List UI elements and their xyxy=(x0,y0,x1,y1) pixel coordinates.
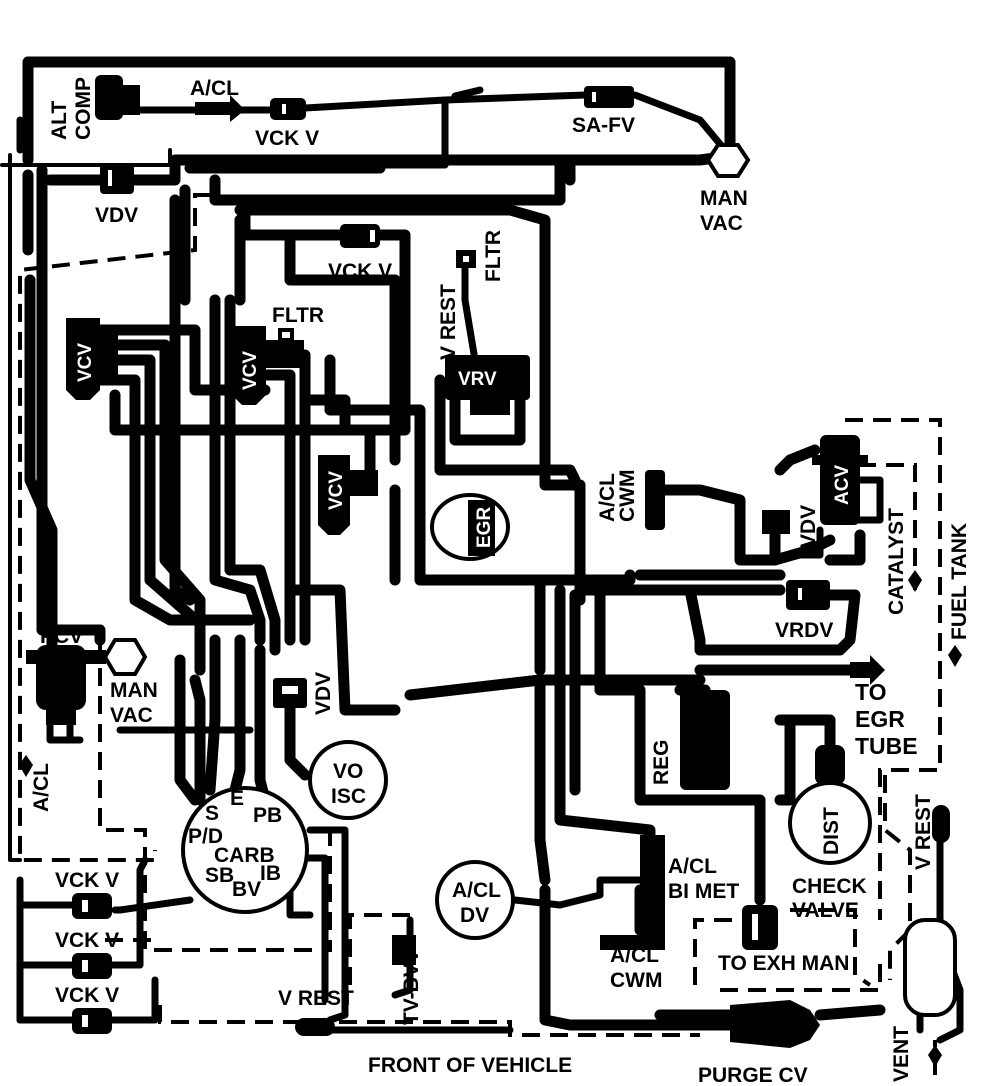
man-vac-top-port xyxy=(705,143,751,178)
man-vac-top-label-2: VAC xyxy=(700,212,743,235)
to-exh-man-label: TO EXH MAN xyxy=(718,952,849,975)
to-egr-label-2: EGR xyxy=(855,706,905,732)
vck-v-2-label: VCK V xyxy=(55,929,119,952)
man-vac-left-label-1: MAN xyxy=(110,679,158,702)
vdv-center-label: VDV xyxy=(312,672,335,715)
a-cl-cwm-bottom-label-1: A/CL xyxy=(610,944,659,967)
vdv-right-valve xyxy=(762,510,790,534)
carb-sb-label: SB xyxy=(205,864,234,887)
reg-regulator xyxy=(680,690,730,790)
carb-e-label: E xyxy=(230,787,244,810)
vent-canister xyxy=(903,918,957,1017)
comp-label: COMP xyxy=(72,77,95,140)
check-valve-label-1: CHECK xyxy=(792,875,867,898)
carb-pb-label: PB xyxy=(253,804,282,827)
a-cl-bimet-label-1: A/CL xyxy=(668,855,717,878)
a-cl-cwm-bottom-label-2: CWM xyxy=(610,969,662,992)
v-rest-right-restrictor xyxy=(932,805,950,843)
fltr-mid-label: FLTR xyxy=(272,304,324,327)
vcv-1-valve xyxy=(66,318,100,400)
vck-v-1-label: VCK V xyxy=(55,869,119,892)
carb-carburetor xyxy=(181,786,309,914)
vrv-valve xyxy=(445,355,530,400)
v-rest-bottom-restrictor xyxy=(295,1018,335,1036)
a-cl-cwm-right-label-2: CWM xyxy=(616,470,639,522)
a-cl-bi-met xyxy=(640,835,665,935)
to-egr-label-3: TUBE xyxy=(855,733,918,759)
vcv-2-label: VCV xyxy=(240,351,261,390)
to-egr-arrow-icon xyxy=(850,655,885,685)
carb-bv-label: BV xyxy=(232,878,261,901)
v-rest-top-label: V REST xyxy=(437,284,460,360)
carb-pd-label: P/D xyxy=(188,825,223,848)
purge-cv-label: PURGE CV xyxy=(698,1064,808,1086)
reg-label: REG xyxy=(650,739,673,785)
fltr-top-label: FLTR xyxy=(482,230,505,282)
a-cl-dv-label-2: DV xyxy=(460,904,489,927)
a-cl-left-label: A/CL xyxy=(30,763,53,812)
vo-isc-label-2: ISC xyxy=(331,785,366,808)
fuel-tank-label: FUEL TANK xyxy=(948,523,971,640)
vck-v-3-label: VCK V xyxy=(55,984,119,1007)
vck-v-mid-label: VCK V xyxy=(328,260,392,283)
man-vac-left-label-2: VAC xyxy=(110,704,153,727)
check-valve-label-2: VALVE xyxy=(792,899,859,922)
dist-label: DIST xyxy=(820,807,843,855)
vdv-left-label: VDV xyxy=(95,204,138,227)
vrv-label: VRV xyxy=(458,369,497,390)
pcv-label: PCV xyxy=(40,625,83,648)
a-cl-top-label: A/CL xyxy=(190,77,239,100)
tv-bvv-label: TV-BVV xyxy=(400,949,423,1025)
vcv-1-label: VCV xyxy=(75,343,96,382)
man-vac-left-port xyxy=(102,638,148,676)
front-of-vehicle-label: FRONT OF VEHICLE xyxy=(368,1054,572,1077)
a-cl-left-arrow-icon xyxy=(19,755,33,777)
vrdv-valve xyxy=(786,580,830,610)
catalyst-label: CATALYST xyxy=(885,508,908,615)
carb-carb-label: CARB xyxy=(214,844,275,867)
carb-ib-label: IB xyxy=(260,862,281,885)
a-cl-cwm-bottom xyxy=(600,935,665,950)
v-rest-bottom-label: V REST xyxy=(278,987,354,1010)
main-vacuum-lines xyxy=(0,56,964,1044)
catalyst-arrow-icon xyxy=(908,570,922,592)
a-cl-dv-label-1: A/CL xyxy=(452,879,501,902)
alt-label: ALT xyxy=(48,101,71,140)
vdv-right-label: VDV xyxy=(797,505,820,548)
a-cl-arrow-icon xyxy=(195,95,245,122)
vcv-3-valve xyxy=(318,455,350,535)
vrdv-label: VRDV xyxy=(775,619,833,642)
purge-cv-valve xyxy=(730,1000,820,1048)
carb-s-label: S xyxy=(205,802,219,825)
vck-v-top-label: VCK V xyxy=(255,127,319,150)
egr-label: EGR xyxy=(474,507,495,548)
vent-label: VENT xyxy=(890,1026,913,1082)
vo-isc-label-1: VO xyxy=(333,760,363,783)
vent-arrow-icon xyxy=(928,1045,942,1067)
acv-label: ACV xyxy=(832,465,853,505)
vcv-2-valve xyxy=(232,326,266,405)
to-egr-label-1: TO xyxy=(855,679,887,705)
v-rest-right-label: V REST xyxy=(912,794,935,870)
a-cl-dv-valve xyxy=(435,860,515,940)
components xyxy=(19,75,962,1067)
vcv-3-label: VCV xyxy=(326,471,347,510)
a-cl-bimet-label-2: BI MET xyxy=(668,880,739,903)
fuel-tank-arrow-icon xyxy=(948,645,962,667)
labels: ALT COMP A/CL VCK V SA-FV MAN VAC VDV VC… xyxy=(30,77,971,1086)
a-cl-cwm-right-label-1: A/CL xyxy=(596,473,619,522)
a-cl-cwm-right xyxy=(645,470,665,530)
tv-bvv-valve xyxy=(392,935,416,965)
man-vac-top-label-1: MAN xyxy=(700,187,748,210)
sa-fv-label: SA-FV xyxy=(572,114,635,137)
vo-isc-motor xyxy=(308,740,388,820)
